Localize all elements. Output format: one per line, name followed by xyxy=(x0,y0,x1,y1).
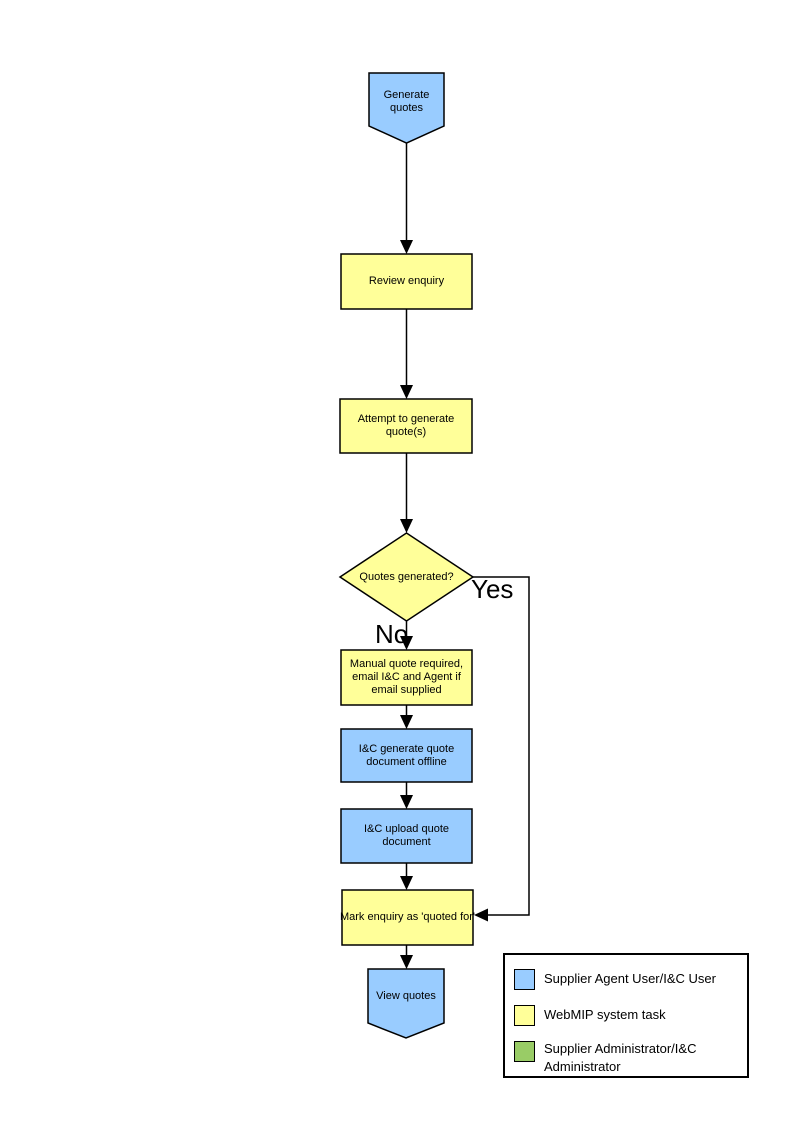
node-shape-quotes-generated xyxy=(338,532,475,622)
legend-label-supplier-administrator: Supplier Administrator/I&C Administrator xyxy=(544,1041,697,1074)
legend-swatch-supplier-agent-user xyxy=(514,969,535,990)
arrow-decision-yes-to-mark xyxy=(473,576,530,922)
arrow-review-to-attempt xyxy=(400,309,413,399)
arrow-attempt-to-decision xyxy=(400,453,413,533)
branch-label-no: No xyxy=(375,619,409,649)
node-shape-view-quotes xyxy=(367,968,445,1039)
node-shape-generate-quotes xyxy=(368,72,445,144)
branch-label-yes: Yes xyxy=(471,574,514,604)
arrow-decision-no-to-manual xyxy=(400,621,413,650)
legend: Supplier Agent User/I&C User WebMIP syst… xyxy=(503,953,749,1078)
arrow-ic-generate-to-ic-upload xyxy=(400,782,413,809)
node-shape-attempt-generate xyxy=(339,398,473,454)
node-shape-review-enquiry xyxy=(340,253,473,310)
node-shape-ic-generate xyxy=(340,728,473,783)
legend-swatch-webmip-system-task xyxy=(514,1005,535,1026)
node-shape-manual-quote xyxy=(340,649,473,706)
node-shape-mark-enquiry xyxy=(341,889,474,946)
arrow-start-to-review xyxy=(400,143,413,254)
legend-label-supplier-agent-user: Supplier Agent User/I&C User xyxy=(544,971,716,986)
legend-label-webmip-system-task: WebMIP system task xyxy=(544,1007,666,1022)
node-shape-ic-upload xyxy=(340,808,473,864)
legend-swatch-supplier-administrator xyxy=(514,1041,535,1062)
arrow-manual-to-ic-generate xyxy=(400,705,413,729)
arrow-mark-to-view xyxy=(400,945,413,969)
arrow-ic-upload-to-mark xyxy=(400,863,413,890)
